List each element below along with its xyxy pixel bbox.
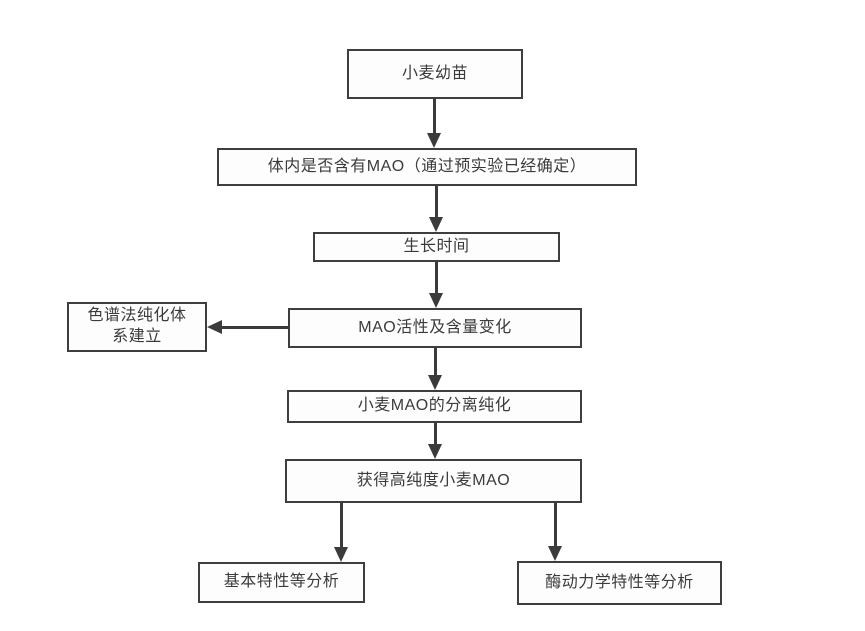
arrowhead-down-icon	[428, 444, 442, 459]
arrow-line-growth-time-to-mao-activity	[435, 262, 438, 295]
arrowhead-down-icon	[429, 217, 443, 232]
arrowhead-left-icon	[207, 320, 222, 334]
arrow-line-separation-to-high-purity	[434, 423, 437, 446]
flow-node-high-purity: 获得高纯度小麦MAO	[285, 459, 582, 503]
arrow-line-mao-activity-to-chromatography	[220, 326, 288, 329]
arrowhead-down-icon	[429, 293, 443, 308]
arrowhead-down-icon	[334, 547, 348, 562]
flow-node-separation: 小麦MAO的分离纯化	[287, 390, 582, 423]
arrowhead-down-icon	[548, 546, 562, 561]
flow-node-kinetics-analysis: 酶动力学特性等分析	[517, 561, 722, 605]
arrowhead-down-icon	[427, 133, 441, 148]
arrow-line-high-purity-to-basic-analysis	[340, 503, 343, 549]
flow-node-basic-analysis: 基本特性等分析	[198, 562, 365, 603]
arrow-line-mao-activity-to-separation	[434, 348, 437, 377]
flow-node-mao-activity: MAO活性及含量变化	[288, 308, 582, 348]
flow-node-mao-check: 体内是否含有MAO（通过预实验已经确定）	[217, 148, 637, 186]
arrow-line-mao-check-to-growth-time	[435, 186, 438, 219]
arrow-line-wheat-seedling-to-mao-check	[433, 99, 436, 135]
flow-node-growth-time: 生长时间	[313, 232, 560, 262]
flow-node-wheat-seedling: 小麦幼苗	[347, 49, 523, 99]
flow-node-chromatography: 色谱法纯化体 系建立	[67, 302, 207, 352]
arrowhead-down-icon	[428, 375, 442, 390]
arrow-line-high-purity-to-kinetics-analysis	[554, 503, 557, 548]
